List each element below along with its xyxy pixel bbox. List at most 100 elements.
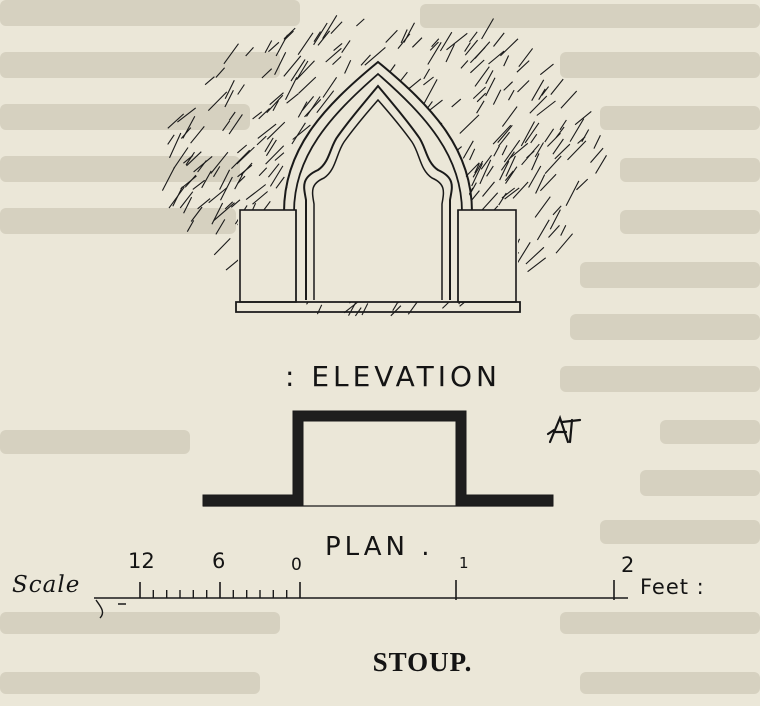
hatch-stroke bbox=[471, 163, 483, 187]
hatch-stroke bbox=[423, 76, 434, 86]
scale-inch-ticks bbox=[152, 590, 288, 598]
hatch-stroke bbox=[534, 196, 551, 218]
hatch-stroke bbox=[516, 242, 531, 265]
cusped-arch-opening bbox=[303, 84, 453, 300]
niche-recess bbox=[238, 62, 518, 302]
hatch-stroke bbox=[548, 225, 560, 238]
hatch-stroke bbox=[215, 219, 226, 235]
hatch-stroke bbox=[552, 138, 564, 155]
hatch-stroke bbox=[527, 257, 547, 273]
hatch-stroke bbox=[480, 154, 492, 170]
hatch-stroke bbox=[325, 47, 342, 63]
hatch-stroke bbox=[333, 42, 343, 52]
hatch-stroke bbox=[364, 46, 386, 66]
hatch-stroke bbox=[266, 121, 286, 140]
hatch-stroke bbox=[224, 201, 234, 210]
hatch-stroke bbox=[504, 170, 514, 182]
hatch-stroke bbox=[539, 63, 554, 76]
hatch-stroke bbox=[503, 139, 521, 163]
hatch-stroke bbox=[237, 84, 245, 95]
hatch-stroke bbox=[476, 92, 487, 103]
hatch-stroke bbox=[265, 139, 277, 157]
hatch-stroke bbox=[559, 119, 567, 131]
hatch-stroke bbox=[256, 135, 267, 146]
hatch-stroke bbox=[330, 21, 343, 34]
hatch-stroke bbox=[356, 18, 365, 27]
hatch-stroke bbox=[486, 165, 494, 177]
hatch-stroke bbox=[234, 174, 244, 190]
hatch-stroke bbox=[313, 22, 328, 46]
hatch-stroke bbox=[544, 128, 555, 143]
hatch-stroke bbox=[290, 59, 306, 82]
hatch-stroke bbox=[431, 38, 440, 48]
hatch-stroke bbox=[265, 145, 285, 165]
scale-flourish bbox=[95, 599, 126, 619]
hatch-stroke bbox=[264, 40, 273, 54]
hatch-stroke bbox=[505, 166, 518, 184]
hatch-stroke bbox=[497, 124, 513, 143]
hatch-stroke bbox=[275, 34, 288, 57]
hatch-stroke bbox=[332, 56, 342, 66]
hatch-stroke bbox=[297, 32, 314, 56]
hatch-stroke bbox=[512, 181, 529, 199]
hatch-stroke bbox=[316, 90, 335, 114]
hatch-stroke bbox=[211, 202, 224, 225]
hatch-stroke bbox=[517, 80, 530, 93]
hatch-stroke bbox=[555, 233, 574, 254]
hatch-stroke bbox=[529, 95, 548, 114]
elevation-label: : ELEVATION bbox=[284, 360, 501, 393]
hatch-stroke bbox=[535, 174, 546, 194]
hatch-stroke bbox=[167, 134, 175, 145]
hatch-stroke bbox=[451, 98, 462, 108]
hatch-stroke bbox=[472, 160, 484, 178]
hatch-stroke bbox=[488, 50, 505, 65]
hatch-stroke bbox=[574, 110, 592, 126]
hatch-stroke bbox=[228, 111, 236, 121]
hatch-stroke bbox=[210, 151, 229, 174]
hatch-stroke bbox=[208, 187, 228, 204]
hatch-stroke bbox=[361, 303, 369, 316]
hatch-stroke bbox=[505, 155, 516, 177]
hatch-stroke bbox=[173, 147, 189, 169]
left-jamb-block bbox=[239, 209, 297, 303]
hatch-stroke bbox=[493, 145, 500, 157]
hatch-stroke bbox=[565, 180, 580, 206]
hatch-stroke bbox=[322, 76, 338, 98]
hatch-stroke bbox=[464, 39, 479, 56]
hatch-stroke bbox=[257, 123, 277, 139]
hatch-stroke bbox=[480, 192, 499, 212]
hatch-stroke bbox=[400, 29, 408, 44]
hatch-stroke bbox=[593, 135, 601, 149]
hatch-stroke bbox=[201, 170, 212, 189]
hatch-stroke bbox=[252, 191, 268, 205]
hatch-stroke bbox=[555, 126, 565, 139]
hatch-stroke bbox=[317, 30, 331, 46]
hatch-stroke bbox=[275, 176, 285, 189]
hatch-stroke bbox=[482, 181, 495, 197]
hatch-stroke bbox=[427, 42, 442, 65]
hatch-stroke bbox=[224, 79, 235, 99]
hatch-stroke bbox=[306, 96, 321, 117]
hatch-stroke bbox=[296, 60, 315, 81]
hatch-stroke bbox=[474, 163, 480, 174]
hatch-stroke bbox=[179, 191, 194, 209]
outer-arch bbox=[283, 60, 473, 213]
hatch-stroke bbox=[344, 59, 352, 74]
hatch-stroke bbox=[237, 144, 248, 154]
hatch-stroke bbox=[252, 111, 263, 120]
hatch-stroke bbox=[190, 206, 203, 222]
hatch-stroke bbox=[245, 184, 267, 201]
hatch-stroke bbox=[213, 202, 235, 222]
hatch-stroke bbox=[531, 79, 545, 101]
hatch-stroke bbox=[360, 54, 371, 66]
hatch-stroke bbox=[301, 96, 315, 111]
hatch-stroke bbox=[544, 155, 562, 174]
hatch-stroke bbox=[499, 160, 510, 181]
hatch-stroke bbox=[285, 77, 298, 100]
hatch-stroke bbox=[236, 146, 255, 165]
artist-monogram bbox=[546, 414, 582, 444]
hatch-stroke bbox=[228, 114, 243, 135]
hatch-stroke bbox=[526, 150, 535, 159]
